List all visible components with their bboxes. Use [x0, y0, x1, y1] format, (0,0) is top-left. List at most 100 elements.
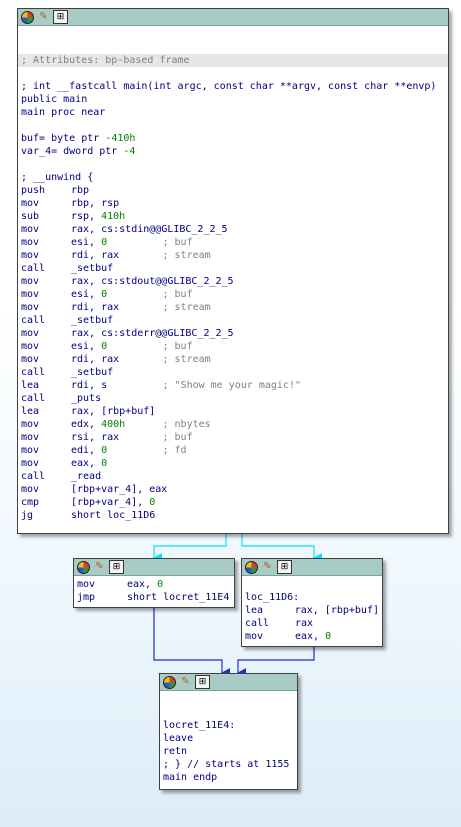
mnemonic: mov	[21, 198, 40, 209]
instruction-line[interactable]: cmp[rbp+var_4], 0	[21, 496, 445, 509]
graph-overview-icon[interactable]: ⊞	[277, 560, 292, 574]
immediate-value: 0	[101, 289, 108, 300]
disassembly-listing[interactable]: ; Attributes: bp-based frame ; int __fast…	[18, 26, 448, 522]
operands: esi, 0	[71, 236, 163, 249]
line-text: retn	[163, 746, 188, 757]
graph-overview-icon[interactable]: ⊞	[195, 675, 210, 689]
operand-text: eax,	[127, 579, 158, 590]
operand-text: rdi, s	[71, 380, 108, 391]
color-palette-icon[interactable]	[245, 560, 258, 574]
immediate-value: 0	[149, 497, 156, 508]
listing-line[interactable]: ; __unwind {	[21, 171, 445, 184]
operands: rax	[295, 617, 313, 630]
mnemonic: mov	[21, 458, 40, 469]
listing-line[interactable]: main proc near	[21, 106, 445, 119]
color-palette-icon[interactable]	[77, 560, 90, 574]
listing-line[interactable]: retn	[163, 745, 294, 758]
listing-line[interactable]: locret_11E4:	[163, 719, 294, 732]
operands: rdi, rax	[71, 301, 163, 314]
immediate-value: 0	[325, 631, 332, 642]
block-titlebar[interactable]: ✎ ⊞	[160, 674, 297, 691]
operand-text: esi,	[71, 341, 102, 352]
graph-overview-icon[interactable]: ⊞	[109, 560, 124, 574]
immediate-value: 0	[101, 237, 108, 248]
inline-comment: ; buf	[162, 289, 193, 300]
listing-line[interactable]: leave	[163, 732, 294, 745]
mnemonic: call	[21, 393, 46, 404]
color-palette-icon[interactable]	[21, 10, 34, 24]
line-text: ; __unwind {	[21, 172, 94, 183]
operand-text: eax,	[71, 458, 102, 469]
block-titlebar[interactable]: ✎ ⊞	[242, 559, 382, 576]
operand-text: _setbuf	[71, 367, 114, 378]
operand-text: _setbuf	[71, 263, 114, 274]
color-palette-icon[interactable]	[163, 675, 176, 689]
line-text: ; int __fastcall main(int argc, const ch…	[21, 81, 437, 92]
mnemonic: lea	[21, 406, 40, 417]
block-titlebar[interactable]: ✎ ⊞	[74, 559, 234, 576]
comment-line[interactable]: ; Attributes: bp-based frame	[18, 54, 448, 67]
listing-line[interactable]: ; int __fastcall main(int argc, const ch…	[21, 80, 445, 93]
instruction-line[interactable]: call_setbuf	[21, 262, 445, 275]
mnemonic: call	[245, 618, 270, 629]
code-block-main[interactable]: ✎ ⊞ ; Attributes: bp-based frame ; int __…	[17, 8, 449, 534]
listing-line[interactable]: public main	[21, 93, 445, 106]
mnemonic: mov	[21, 354, 40, 365]
instruction-line[interactable]: call_setbuf	[21, 366, 445, 379]
mnemonic: jmp	[77, 592, 96, 603]
operand-text: _setbuf	[71, 315, 114, 326]
instruction-line[interactable]: mov[rbp+var_4], eax	[21, 483, 445, 496]
instruction-line[interactable]: call _puts	[21, 392, 445, 405]
instruction-line[interactable]: call_setbuf	[21, 314, 445, 327]
instruction-line[interactable]: call rax	[245, 617, 379, 630]
edit-pencil-icon[interactable]: ✎	[181, 676, 190, 687]
listing-line[interactable]: loc_11D6:	[245, 591, 379, 604]
blank-line	[245, 578, 379, 591]
instruction-line[interactable]: call_read	[21, 470, 445, 483]
edge-false-to-left	[153, 534, 227, 563]
line-text: main proc near	[21, 107, 106, 118]
stack-variable-line[interactable]: buf= byte ptr -410h	[21, 132, 445, 145]
edit-pencil-icon[interactable]: ✎	[263, 561, 272, 572]
stack-variable-line[interactable]: var_4= dword ptr -4	[21, 145, 445, 158]
block-titlebar[interactable]: ✎ ⊞	[18, 9, 448, 26]
edit-pencil-icon[interactable]: ✎	[39, 11, 48, 22]
edit-pencil-icon[interactable]: ✎	[95, 561, 104, 572]
listing-line[interactable]: ; } // starts at 1155	[163, 758, 294, 771]
listing-line[interactable]: main endp	[163, 771, 294, 784]
mnemonic: mov	[21, 432, 40, 443]
graph-overview-icon[interactable]: ⊞	[53, 10, 68, 24]
operands: _puts	[71, 392, 101, 405]
mnemonic: mov	[21, 341, 40, 352]
mnemonic: mov	[245, 631, 264, 642]
